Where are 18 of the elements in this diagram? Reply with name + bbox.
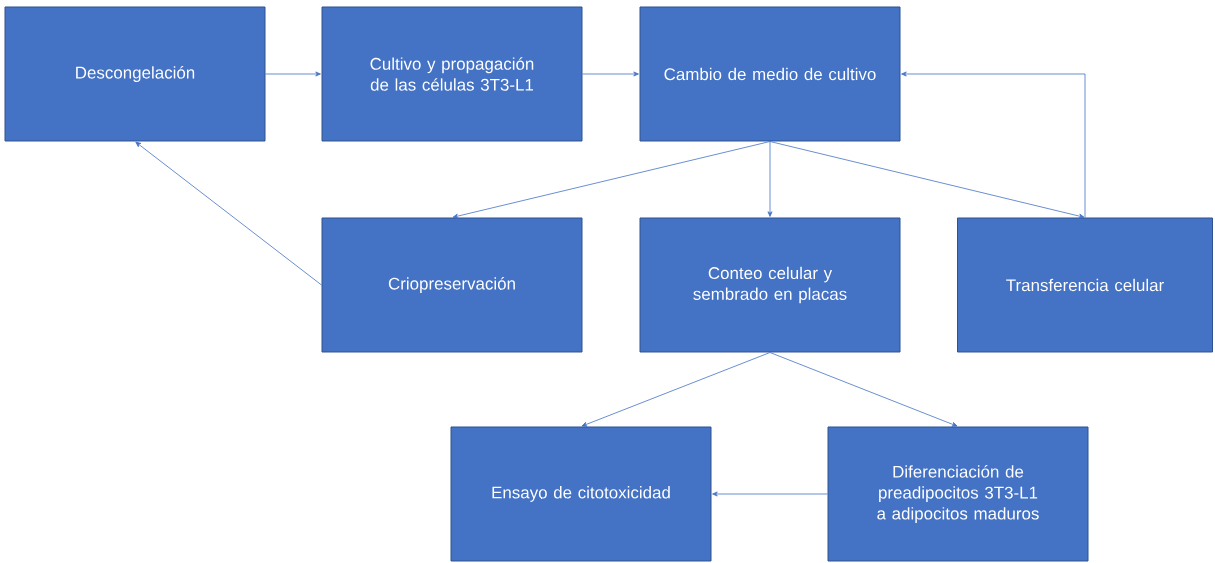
process-box: Cultivo y propagación de las células 3T3-L1 bbox=[321, 6, 583, 142]
process-box: Ensayo de citotoxicidad bbox=[450, 426, 712, 562]
arrow bbox=[582, 71, 639, 77]
arrow bbox=[452, 141, 771, 219]
arrow bbox=[769, 141, 1085, 219]
arrow bbox=[712, 491, 828, 497]
process-box: Descongelación bbox=[4, 6, 266, 142]
process-box: Diferenciación de preadipocitos 3T3-L1 a adipocitos maduros bbox=[827, 426, 1089, 562]
arrow bbox=[901, 71, 1086, 218]
arrow bbox=[769, 352, 958, 427]
arrow bbox=[265, 71, 321, 77]
process-box: Criopreservación bbox=[321, 217, 583, 353]
arrow bbox=[135, 141, 322, 286]
process-box: Transferencia celular bbox=[957, 217, 1213, 353]
arrow bbox=[767, 141, 773, 217]
arrow bbox=[581, 352, 771, 427]
process-box: Conteo celular y sembrado en placas bbox=[639, 217, 901, 353]
process-box: Cambio de medio de cultivo bbox=[639, 6, 901, 142]
